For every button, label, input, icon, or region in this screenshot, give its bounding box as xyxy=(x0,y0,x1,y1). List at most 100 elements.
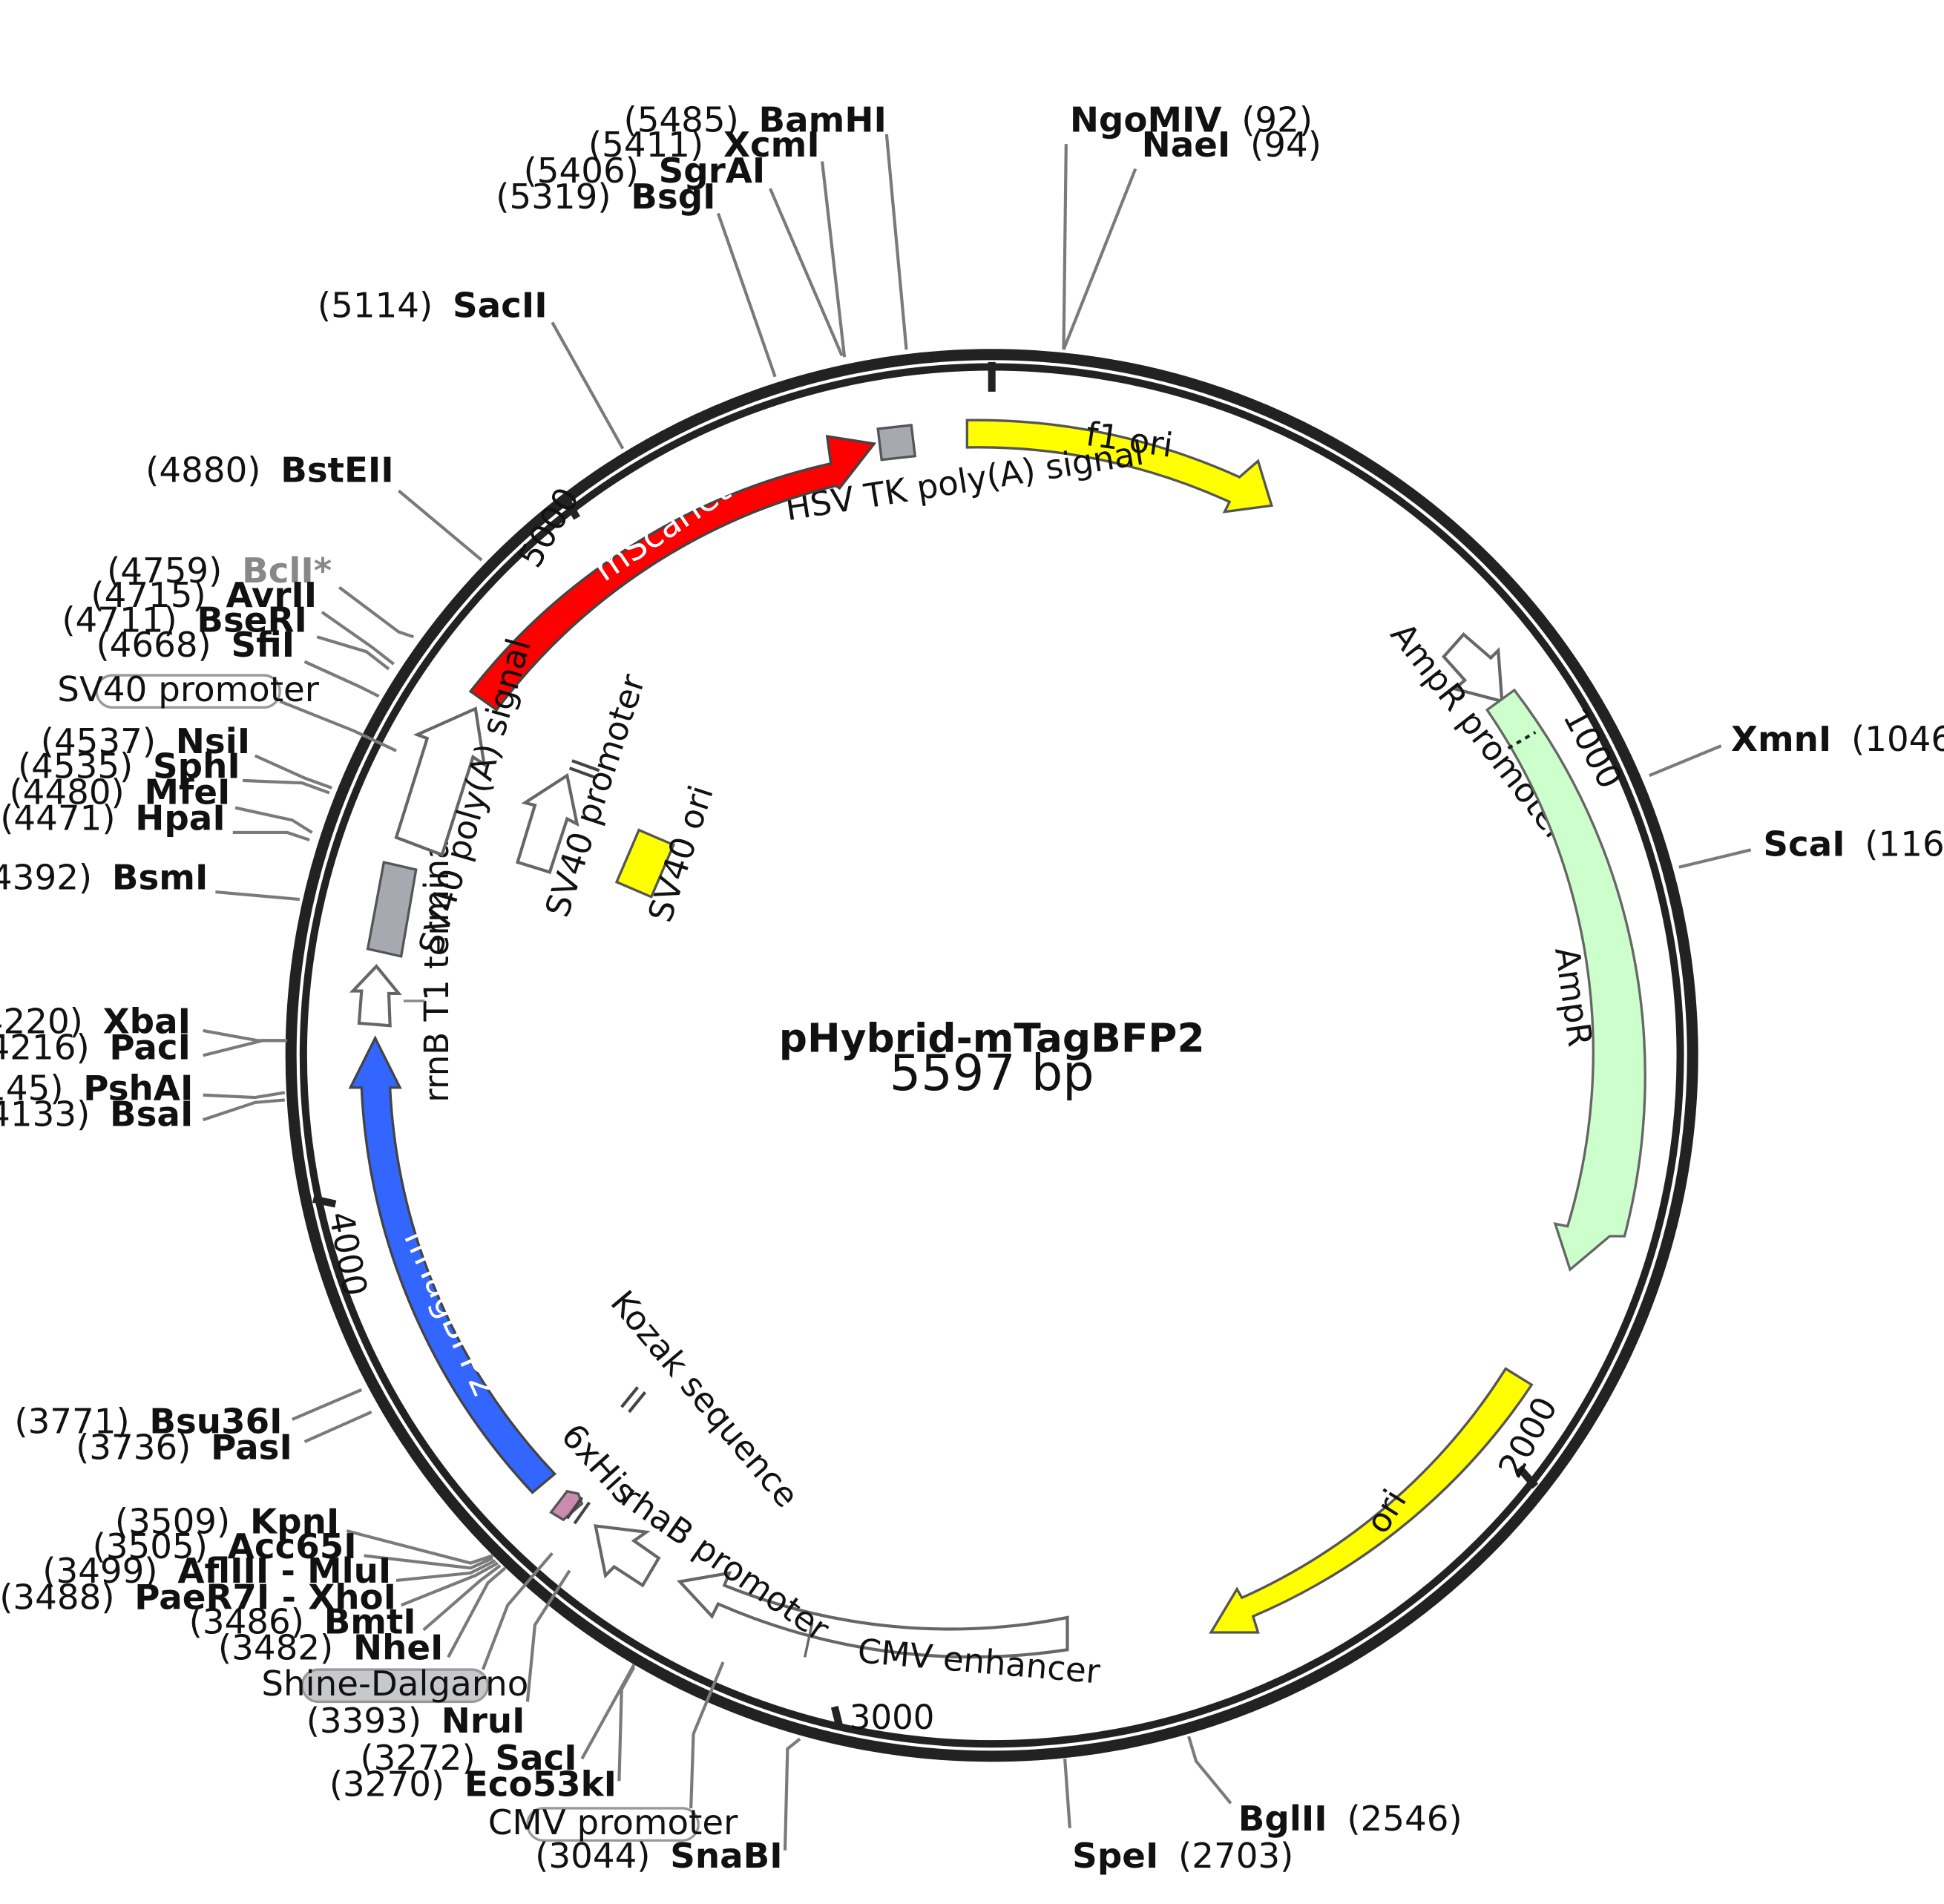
leader-nsii xyxy=(254,754,332,789)
leader-sv40-promoter xyxy=(279,700,397,752)
site-bseri: (4711)BseRI xyxy=(62,601,307,641)
tick-marks xyxy=(312,361,1616,1728)
site-ngomiv: NgoMIV(92) xyxy=(1070,100,1313,140)
kozak-mark-2 xyxy=(628,1391,647,1414)
leader-pasi xyxy=(303,1411,372,1443)
leader-cmv-promoter xyxy=(689,1661,725,1809)
terminator-box[interactable] xyxy=(366,860,418,958)
leader-paer7i xyxy=(400,1561,499,1607)
site-bsteii: (4880)BstEII xyxy=(145,451,393,491)
site-bmti: (3486)BmtI xyxy=(189,1603,416,1643)
leader-bsteii xyxy=(398,489,483,562)
rhab-promoter-arrow[interactable] xyxy=(594,1524,661,1588)
mscarlet-i-arrow[interactable] xyxy=(468,434,877,712)
leader-spei xyxy=(1063,1759,1071,1828)
ampr-promoter-arrow[interactable] xyxy=(1442,632,1504,703)
site-acc65i: (3505)Acc65I xyxy=(93,1527,357,1567)
leader-nhei xyxy=(447,1566,507,1658)
site-mfei: (4480)MfeI xyxy=(9,773,230,813)
site-eco53ki: (3270)Eco53kI xyxy=(329,1765,617,1805)
site-paer7i-xhoi: (3488)PaeR7I - XhoI xyxy=(0,1578,396,1618)
ori-arrow[interactable] xyxy=(1209,1367,1534,1634)
leader-ngomiv xyxy=(1062,144,1068,350)
rrnb-t1-arrow[interactable] xyxy=(349,964,402,1028)
site-bamhi: (5485)BamHI xyxy=(623,100,886,140)
site-sacii: (5114)SacII xyxy=(318,286,548,326)
leader-naei xyxy=(1062,168,1137,350)
site-bglii: BglII(2546) xyxy=(1238,1799,1462,1839)
leader-shine-dalgarno xyxy=(481,1552,554,1670)
six-his-mark-1 xyxy=(565,1496,584,1520)
site-saci: (3272)SacI xyxy=(360,1739,577,1779)
site-bsgi: (5319)BsgI xyxy=(496,177,715,217)
leader-bsgi xyxy=(716,212,777,378)
mtagbfp2-arrow[interactable] xyxy=(348,1035,557,1494)
site-nhei: (3482)NheI xyxy=(218,1629,443,1669)
site-sphi: (4535)SphI xyxy=(18,747,240,787)
tick-label-3000: 3000 xyxy=(850,1698,935,1737)
leader-bsmi xyxy=(215,890,301,902)
leader-eco53ki xyxy=(617,1666,636,1782)
site-paci: (4216)PacI xyxy=(0,1028,191,1068)
sv40-promoter-box-label: SV40 promoter xyxy=(57,670,319,710)
hsv-tk-polya-box[interactable] xyxy=(876,424,917,462)
site-scai: ScaI(1165) xyxy=(1763,825,1944,865)
f1-ori-arrow[interactable] xyxy=(965,418,1274,513)
site-pshai: (4145)PshAI xyxy=(0,1068,193,1109)
cmv-enhancer-divider xyxy=(804,1622,814,1658)
leader-hpai xyxy=(232,830,310,841)
site-pasi: (3736)PasI xyxy=(76,1428,292,1468)
leader-acc65i xyxy=(364,1554,494,1570)
site-sgrai: (5406)SgrAI xyxy=(524,151,766,191)
leader-bmti xyxy=(422,1564,502,1632)
backbone-outer-ring xyxy=(285,349,1698,1762)
leader-sacii xyxy=(551,321,625,450)
sv40-promoter-mark-2 xyxy=(571,759,600,772)
tick-4000 xyxy=(312,1195,337,1208)
sv40-promoter-mark-1 xyxy=(568,766,598,780)
leader-snabi xyxy=(783,1737,801,1851)
ampr-arrow[interactable] xyxy=(1485,688,1646,1272)
leader-bsu36i xyxy=(292,1388,363,1421)
site-bsmi: (4392)BsmI xyxy=(0,859,208,899)
leader-pshai xyxy=(203,1091,286,1100)
site-bsu36i: (3771)Bsu36I xyxy=(14,1402,282,1442)
tick-5000 xyxy=(563,499,581,520)
kozak-mark-1 xyxy=(620,1386,640,1408)
leader-bglii xyxy=(1187,1736,1232,1805)
tick-1000 xyxy=(1596,732,1616,761)
leader-avrii xyxy=(321,611,395,666)
sv40-promoter-box xyxy=(95,674,281,709)
site-xcmi: (5411)XcmI xyxy=(588,125,820,165)
plasmid-size: 5597 bp xyxy=(890,1044,1094,1102)
site-snabi: (3044)SnaBI xyxy=(535,1836,782,1877)
leader-paci xyxy=(203,1039,288,1057)
sv40-promoter-inner-arrow[interactable] xyxy=(515,772,579,874)
site-afliii-mlui: (3499)AflIII - MluI xyxy=(42,1552,391,1592)
sv40-polya-arrow[interactable] xyxy=(394,706,487,857)
site-spei: SpeI(2703) xyxy=(1072,1836,1293,1877)
site-hpai: (4471)HpaI xyxy=(0,799,226,839)
leader-afliii xyxy=(395,1559,496,1582)
leader-xcmi xyxy=(821,161,847,358)
leader-lines xyxy=(203,134,1752,1851)
tick-2000 xyxy=(1516,1465,1539,1489)
cmv-promoter-box-label: CMV promoter xyxy=(488,1803,738,1843)
cmv-promoter-box xyxy=(526,1807,700,1842)
leader-kpni xyxy=(346,1529,493,1565)
sv40-ori-box[interactable] xyxy=(614,828,676,899)
site-kpni: (3509)KpnI xyxy=(115,1502,339,1542)
leader-bsai xyxy=(203,1098,285,1122)
site-xmni: XmnI(1046) xyxy=(1731,720,1944,760)
leader-bseri xyxy=(316,635,390,671)
cmv-enhancer-arrow[interactable] xyxy=(677,1571,1069,1659)
site-bsai: (4133)BsaI xyxy=(0,1094,193,1135)
leader-xmni xyxy=(1649,744,1722,778)
leader-scai xyxy=(1678,848,1752,869)
tick-label-5000: 5000 xyxy=(510,481,587,574)
site-avrii: (4715)AvrII xyxy=(91,576,317,616)
site-bcli: (4759)BclI* xyxy=(107,551,332,591)
plasmid-name: pHybrid-mTagBFP2 xyxy=(779,1014,1205,1061)
leader-nrui xyxy=(525,1569,571,1702)
shine-dalgarno-box-label: Shine-Dalgarno xyxy=(261,1664,528,1704)
